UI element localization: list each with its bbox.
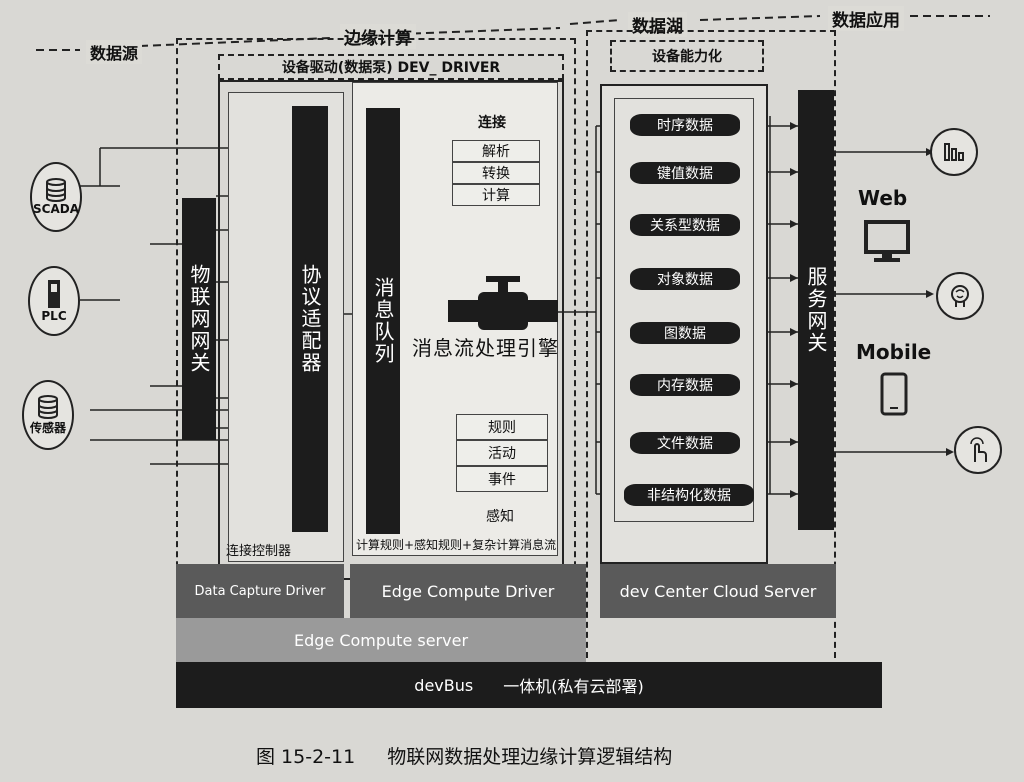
device-scada: SCADA: [30, 162, 82, 232]
web-label: Web: [858, 186, 908, 210]
mobile-label: Mobile: [856, 340, 932, 364]
connection-controller: 连接控制器: [226, 544, 292, 559]
connect-item-transform: 转换: [452, 162, 540, 184]
store-graph: 图数据: [630, 322, 740, 344]
app-ai: [936, 272, 984, 320]
perceive-item-rule: 规则: [456, 414, 548, 440]
device-label: 传感器: [29, 420, 66, 435]
data-capture-driver: Data Capture Driver: [176, 564, 344, 618]
store-object: 对象数据: [630, 268, 740, 290]
plc-icon: [48, 280, 60, 308]
protocol-adapter: 协议适配器: [292, 106, 328, 532]
connect-list: 解析 转换 计算: [452, 140, 540, 206]
devbus-bar: devBus 一体机(私有云部署): [176, 662, 882, 708]
perceive-item-event: 事件: [456, 466, 548, 492]
section-data-source: 数据源: [86, 40, 143, 64]
capability-header: 设备能力化: [610, 40, 764, 72]
store-timeseries: 时序数据: [630, 114, 740, 136]
perceive-list: 规则 活动 事件: [456, 414, 548, 492]
store-file: 文件数据: [630, 432, 740, 454]
engine-label: 消息流处理引擎: [412, 336, 559, 360]
store-memory: 内存数据: [630, 374, 740, 396]
touch-icon: [970, 437, 987, 462]
connect-item-compute: 计算: [452, 184, 540, 206]
rules-caption: 计算规则+感知规则+复杂计算消息流: [356, 538, 557, 552]
perceive-item-activity: 活动: [456, 440, 548, 466]
dev-center-cloud-server: dev Center Cloud Server: [600, 564, 836, 618]
app-touch: [954, 426, 1002, 474]
lake-inner-panel: [614, 98, 754, 522]
section-data-lake: 数据湖: [628, 12, 687, 37]
database-icon: [46, 178, 66, 202]
all-in-one-label: 一体机(私有云部署): [503, 677, 644, 696]
database-icon: [38, 394, 58, 419]
figure-caption: 图 15-2-11 物联网数据处理边缘计算逻辑结构: [256, 742, 672, 769]
connect-item-parse: 解析: [452, 140, 540, 162]
chart-icon: [944, 143, 964, 161]
devbus-label: devBus: [414, 675, 474, 695]
store-relational: 关系型数据: [630, 214, 740, 236]
brain-icon: [951, 285, 969, 307]
connect-title: 连接: [478, 115, 506, 131]
service-gateway: 服务网关: [798, 90, 834, 530]
store-unstructured: 非结构化数据: [624, 484, 754, 506]
device-label: PLC: [41, 309, 67, 323]
store-keyvalue: 键值数据: [630, 162, 740, 184]
app-chart: [930, 128, 978, 176]
device-sensor: 传感器: [22, 380, 74, 450]
device-label: SCADA: [33, 202, 79, 216]
perceive-title: 感知: [486, 509, 514, 525]
section-edge-compute: 边缘计算: [340, 24, 416, 49]
iot-gateway: 物联网网关: [182, 198, 216, 440]
caption-title: 物联网数据处理边缘计算逻辑结构: [387, 746, 673, 768]
device-plc: PLC: [28, 266, 80, 336]
edge-compute-driver: Edge Compute Driver: [350, 564, 586, 618]
driver-header: 设备驱动(数据泵) DEV_ DRIVER: [218, 54, 564, 80]
edge-compute-server: Edge Compute server: [176, 618, 586, 662]
message-queue: 消息队列: [366, 108, 400, 534]
section-data-app: 数据应用: [828, 6, 904, 31]
caption-number: 图 15-2-11: [256, 746, 356, 768]
